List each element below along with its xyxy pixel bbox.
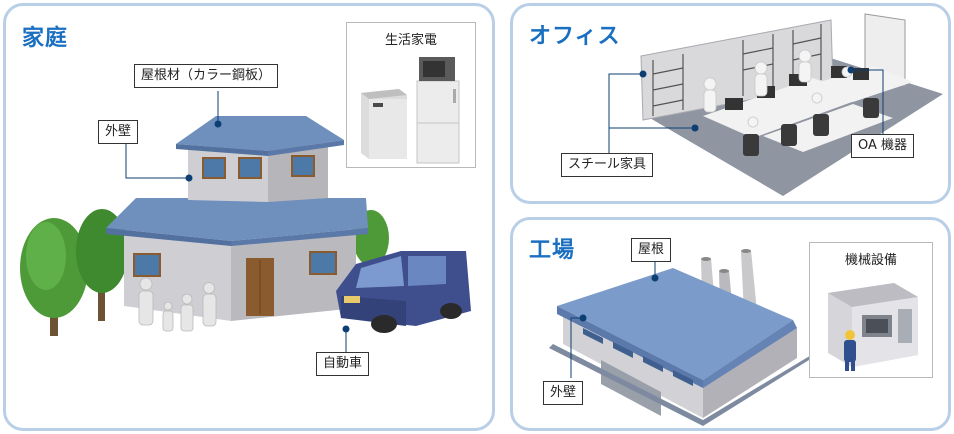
factory-panel: 工場 屋根 <box>510 217 951 431</box>
factory-outer-wall-label: 外壁 <box>543 381 583 405</box>
roofing-label: 屋根材（カラー鋼板） <box>134 64 278 88</box>
home-outer-wall-label: 外壁 <box>98 120 138 144</box>
appliances-inset: 生活家電 <box>346 22 476 168</box>
office-panel: オフィス <box>510 3 951 204</box>
appliances-illustration <box>347 23 477 169</box>
car <box>336 251 471 333</box>
machinery-illustration <box>810 243 934 379</box>
machinery-inset: 機械設備 <box>809 242 933 378</box>
steel-furniture-label: スチール家具 <box>561 153 653 177</box>
factory-roof-label: 屋根 <box>631 238 671 262</box>
home-panel: 家庭 <box>3 3 495 431</box>
oa-equipment-label: OA 機器 <box>851 134 914 158</box>
car-label: 自動車 <box>316 352 369 376</box>
